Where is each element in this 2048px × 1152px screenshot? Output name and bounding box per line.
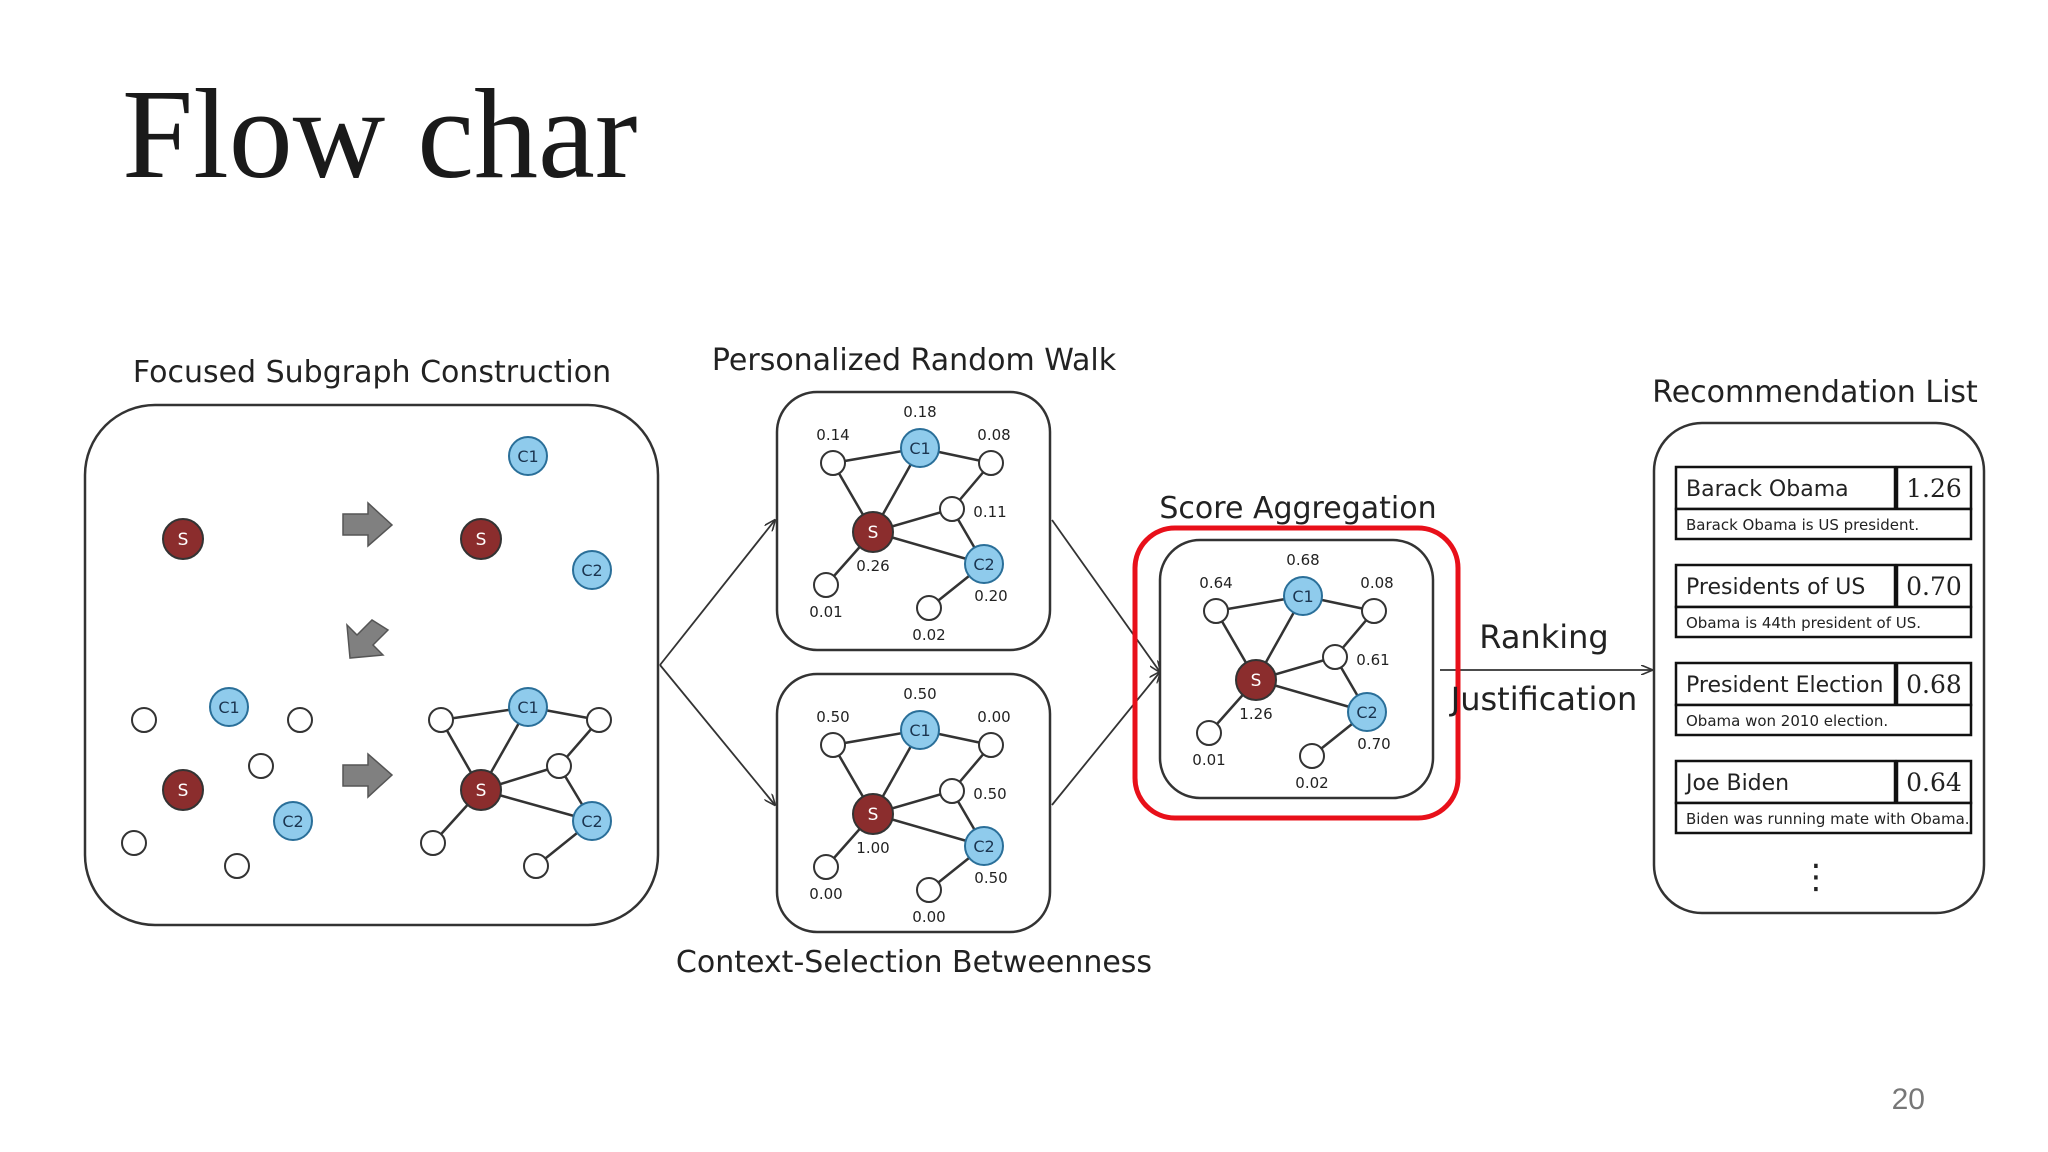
candidate-node-c1: C1 [508, 436, 548, 476]
svg-text:0.00: 0.00 [977, 708, 1010, 726]
random-walk-graph: S C1 C2 0.14 0.18 0.08 0.11 0.26 0.20 0.… [775, 390, 1052, 652]
recommendation-name: Presidents of US [1686, 575, 1865, 600]
recommendation-justification: Biden was running mate with Obama. [1686, 810, 1970, 828]
big-arrow-right-icon [342, 501, 394, 548]
svg-text:0.01: 0.01 [1192, 751, 1225, 769]
svg-text:0.08: 0.08 [977, 426, 1010, 444]
svg-text:C2: C2 [581, 812, 602, 831]
more-items-icon: ⋮ [1799, 857, 1833, 897]
svg-text:S: S [476, 530, 487, 550]
page-number: 20 [1891, 1083, 1925, 1116]
betweenness-graph: S C1 C2 0.50 0.50 0.00 0.50 1.00 0.50 0.… [775, 672, 1052, 934]
flow-arrow-icon [659, 520, 775, 666]
stage-title-betweenness: Context-Selection Betweenness [676, 945, 1152, 980]
svg-text:0.08: 0.08 [1360, 574, 1393, 592]
svg-text:0.50: 0.50 [816, 708, 849, 726]
stage-title-focused-subgraph: Focused Subgraph Construction [133, 355, 611, 390]
svg-text:C2: C2 [973, 555, 994, 574]
svg-text:0.14: 0.14 [816, 426, 849, 444]
svg-text:C2: C2 [282, 812, 303, 831]
seed-node: S [162, 518, 204, 560]
recommendation-name: Joe Biden [1684, 771, 1789, 796]
stage-title-score-aggregation: Score Aggregation [1159, 491, 1436, 526]
recommendation-score: 1.26 [1906, 474, 1962, 503]
svg-text:0.20: 0.20 [974, 587, 1007, 605]
recommendation-justification: Obama is 44th president of US. [1686, 614, 1921, 632]
stage-title-random-walk: Personalized Random Walk [712, 343, 1117, 378]
recommendation-justification: Obama won 2010 election. [1686, 712, 1888, 730]
big-arrow-down-left-icon [346, 619, 390, 659]
recommendation-score: 0.64 [1906, 768, 1962, 797]
svg-text:C1: C1 [1292, 587, 1313, 606]
focused-subgraph-panel [83, 403, 660, 927]
svg-text:0.00: 0.00 [809, 885, 842, 903]
recommendation-name: Barack Obama [1686, 477, 1849, 502]
svg-text:0.50: 0.50 [973, 785, 1006, 803]
candidate-node-c2: C2 [572, 550, 612, 590]
svg-text:0.70: 0.70 [1357, 735, 1390, 753]
svg-text:0.02: 0.02 [1295, 774, 1328, 792]
svg-text:S: S [178, 781, 189, 801]
flow-arrow-icon [1051, 519, 1160, 672]
svg-text:C2: C2 [581, 561, 602, 580]
svg-text:0.00: 0.00 [912, 908, 945, 926]
svg-text:S: S [868, 805, 879, 825]
recommendation-score: 0.68 [1906, 670, 1962, 699]
seed-node: S [460, 518, 502, 560]
svg-text:C1: C1 [517, 698, 538, 717]
slide-title: Flow char [122, 63, 638, 205]
highlight-box [1132, 525, 1461, 821]
svg-text:0.64: 0.64 [1199, 574, 1232, 592]
recommendation-justification: Barack Obama is US president. [1686, 516, 1919, 534]
svg-text:S: S [178, 530, 189, 550]
svg-text:0.50: 0.50 [974, 869, 1007, 887]
stage-title-recommendation-list: Recommendation List [1652, 375, 1978, 410]
ranking-label: Ranking [1479, 618, 1608, 656]
svg-text:S: S [868, 523, 879, 543]
connected-subgraph: S C1 C2 [420, 687, 612, 879]
svg-text:C1: C1 [909, 439, 930, 458]
scattered-nodes: S C1 C2 [121, 687, 313, 879]
recommendation-name: President Election [1686, 673, 1883, 698]
svg-text:0.02: 0.02 [912, 626, 945, 644]
svg-text:1.26: 1.26 [1239, 705, 1272, 723]
recommendation-score: 0.70 [1906, 572, 1962, 601]
justification-label: Justification [1449, 680, 1637, 718]
score-aggregation-graph: S C1 C2 0.64 0.68 0.08 0.61 1.26 0.70 0.… [1158, 538, 1435, 800]
svg-text:C1: C1 [218, 698, 239, 717]
svg-text:S: S [476, 781, 487, 801]
svg-text:0.11: 0.11 [973, 503, 1006, 521]
svg-text:1.00: 1.00 [856, 839, 889, 857]
svg-text:C2: C2 [1356, 703, 1377, 722]
svg-text:S: S [1251, 671, 1262, 691]
svg-text:C1: C1 [517, 447, 538, 466]
flow-arrow-icon [659, 664, 775, 805]
svg-text:0.26: 0.26 [856, 557, 889, 575]
big-arrow-right-icon [342, 752, 394, 799]
svg-text:C2: C2 [973, 837, 994, 856]
svg-text:0.68: 0.68 [1286, 551, 1319, 569]
svg-text:0.61: 0.61 [1356, 651, 1389, 669]
svg-text:C1: C1 [909, 721, 930, 740]
svg-text:0.18: 0.18 [903, 403, 936, 421]
svg-text:0.50: 0.50 [903, 685, 936, 703]
flow-arrow-icon [1051, 672, 1160, 806]
svg-text:0.01: 0.01 [809, 603, 842, 621]
